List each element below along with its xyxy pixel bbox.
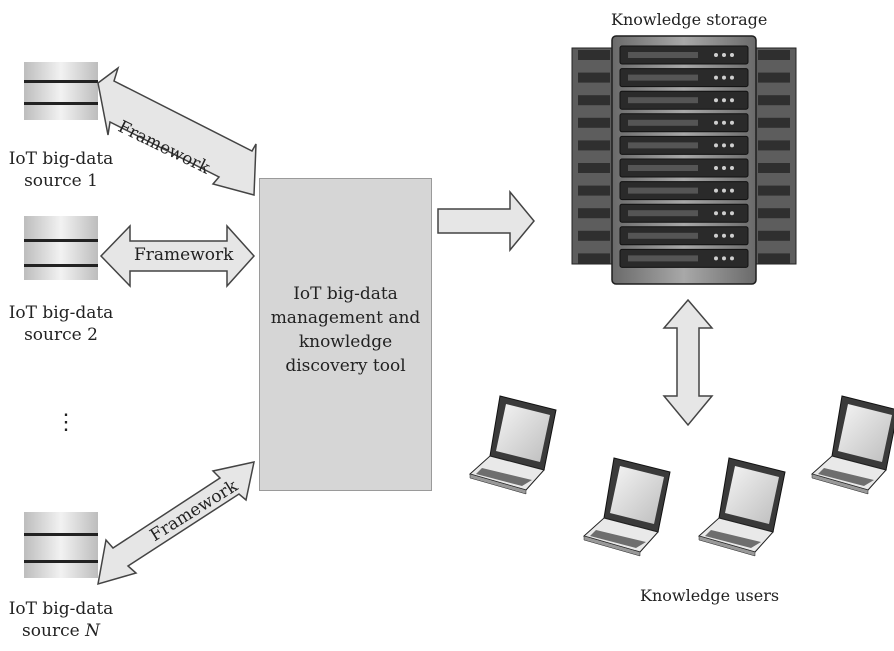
laptop-icon [582, 457, 671, 557]
server-bay-led [722, 75, 726, 80]
laptop-icon [697, 457, 786, 557]
server-bay-led [722, 188, 726, 193]
server-bay-led [714, 120, 718, 125]
ellipsis: ⋮ [55, 410, 77, 435]
server-side-slot [578, 50, 610, 60]
tool-label: IoT big-data management and knowledge di… [259, 282, 432, 378]
server-bay-led [722, 166, 726, 170]
source-n-line2: source N [22, 621, 100, 641]
server-side-slot [758, 72, 790, 83]
server-bay-led [722, 120, 726, 125]
server-side-slot [758, 253, 790, 264]
server-bay-led [730, 166, 734, 170]
server-bay-led [714, 233, 718, 238]
server-bay-led [714, 166, 718, 170]
storage-users-arrow [662, 298, 714, 427]
server-side-slot [578, 208, 610, 219]
framework-arrow-1 [97, 66, 257, 196]
server-bay-slot [628, 97, 698, 104]
source-2-line2: source 2 [24, 325, 98, 345]
source-1-line1: IoT big-data [8, 149, 114, 169]
tool-line2: management and [270, 308, 421, 328]
server-bay-slot [628, 187, 698, 194]
server-side-slot [578, 253, 610, 264]
server-bay-led [730, 188, 734, 193]
source-1-label: IoT big-data source 1 [0, 148, 122, 192]
server-bay-led [730, 120, 734, 125]
server-side-slot [758, 95, 790, 106]
server-bay-led [730, 256, 734, 261]
server-bay-slot [628, 142, 698, 149]
laptop-icon [468, 395, 557, 495]
source-n-line1: IoT big-data [8, 599, 114, 619]
tool-line4: discovery tool [285, 356, 406, 376]
server-side-slot [758, 185, 790, 196]
source-n-label: IoT big-data source N [0, 598, 122, 642]
server-bay-led [730, 211, 734, 216]
database-icon-source-1 [24, 62, 98, 120]
server-bay-slot [628, 165, 698, 171]
server-bay-led [714, 53, 718, 57]
server-side-slot [758, 208, 790, 219]
source-2-line1: IoT big-data [8, 303, 114, 323]
tool-line1: IoT big-data [293, 284, 398, 304]
server-bay-led [730, 53, 734, 57]
framework-arrow-2 [99, 224, 256, 288]
server-bay-led [730, 98, 734, 103]
server-bay-led [714, 211, 718, 216]
server-bay-slot [628, 74, 698, 81]
server-bay-led [722, 256, 726, 261]
server-side-slot [578, 117, 610, 128]
tool-box [259, 178, 432, 491]
server-bay-led [730, 75, 734, 80]
server-bay-led [722, 53, 726, 57]
database-icon-source-2 [24, 216, 98, 280]
server-bay-slot [628, 210, 698, 217]
server-bay-led [714, 143, 718, 148]
server-bay-led [714, 256, 718, 261]
server-side-slot [578, 72, 610, 83]
database-icon-source-n [24, 512, 98, 578]
source-1-line2: source 1 [24, 171, 98, 191]
server-bay-led [722, 98, 726, 103]
server-side-slot [758, 117, 790, 128]
server-side-slot [758, 163, 790, 173]
server-bay-slot [628, 232, 698, 239]
tool-line3: knowledge [298, 332, 393, 352]
framework-arrow-n [97, 461, 255, 586]
source-2-label: IoT big-data source 2 [0, 302, 122, 346]
server-icon [571, 35, 797, 285]
server-bay-slot [628, 52, 698, 58]
server-bay-led [714, 98, 718, 103]
server-bay-led [722, 143, 726, 148]
laptop-icon [810, 395, 894, 495]
framework-label-2: Framework [134, 245, 234, 265]
server-side-slot [578, 163, 610, 173]
server-side-slot [578, 230, 610, 241]
server-bay-led [714, 75, 718, 80]
users-label: Knowledge users [640, 586, 780, 605]
server-side-slot [578, 185, 610, 196]
server-side-slot [758, 140, 790, 151]
server-bay-led [730, 143, 734, 148]
server-bay-slot [628, 119, 698, 126]
server-bay-led [722, 211, 726, 216]
server-bay-slot [628, 255, 698, 262]
server-side-slot [758, 50, 790, 60]
server-bay-led [714, 188, 718, 193]
server-bay-led [722, 233, 726, 238]
server-side-slot [578, 95, 610, 106]
server-side-slot [578, 140, 610, 151]
server-bay-led [730, 233, 734, 238]
output-arrow [437, 189, 535, 253]
storage-label: Knowledge storage [611, 10, 768, 29]
server-side-slot [758, 230, 790, 241]
